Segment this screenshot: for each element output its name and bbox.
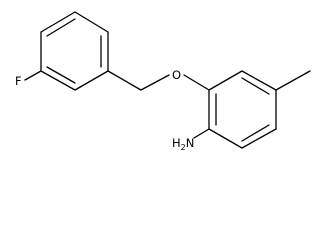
bond-o-ring2 [183,74,210,91]
amine-h-count: 2 [181,143,186,152]
molecule-drawing: F O H2N [15,11,311,152]
bond-ring2-b [241,70,277,91]
fluorophenyl-ring [40,11,109,91]
bond-ch2-o [140,74,170,91]
bond-c-n [193,128,210,139]
fluorine-label: F [15,74,22,88]
aniline-ring [208,70,277,149]
bond-ring1-double-1 [46,18,76,37]
bond-ring1-a [40,11,76,33]
oxygen-label: O [172,68,181,82]
bond-ring1-double-3 [46,66,76,84]
bond-ring1-e [40,70,76,91]
amine-h: H [172,136,181,150]
structure-diagram: F O H2N [15,11,311,152]
amine-label: H2N [172,136,194,152]
bond-ring2-d [241,128,277,149]
bond-ring1-d [74,70,109,91]
bond-ring2-a [208,70,243,91]
bond-ring2-double-1 [241,77,270,95]
bond-c-f [24,70,42,81]
bond-methyl [275,70,311,91]
bond-ring2-e [208,128,243,149]
bond-ring2-double-2 [241,124,270,142]
bond-ring-ch2 [107,70,142,91]
bond-ring1-b [74,11,109,33]
amine-n: N [186,136,195,150]
